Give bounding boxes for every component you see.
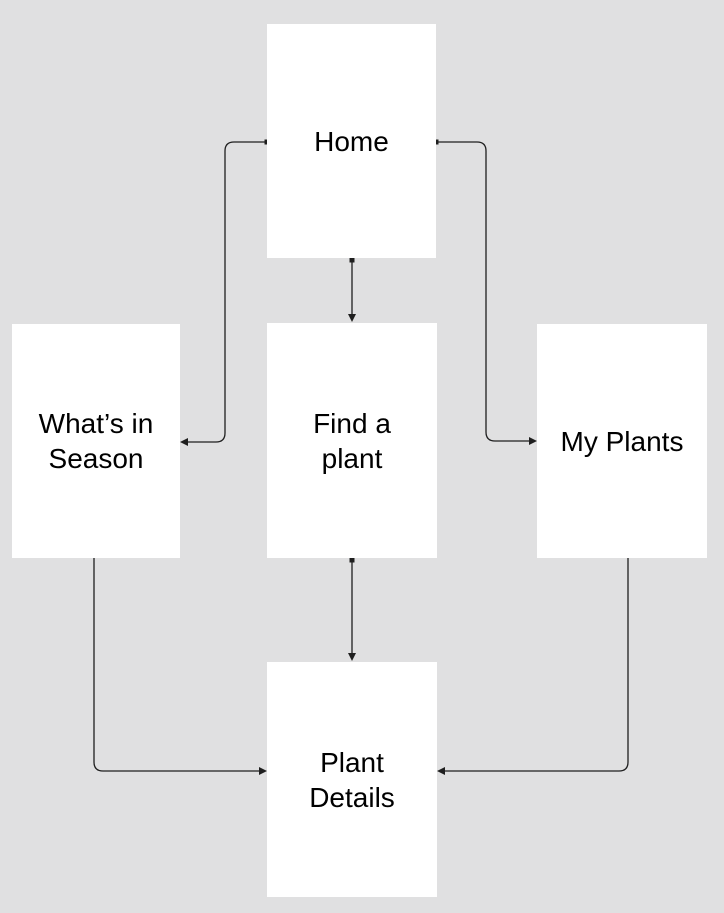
connector-start-dot	[349, 557, 355, 563]
node-find-a-plant[interactable]: Find a plant	[267, 323, 437, 558]
arrowhead-icon	[180, 438, 188, 446]
connector-line	[436, 141, 533, 442]
node-my-plants[interactable]: My Plants	[537, 324, 707, 558]
node-plant-details[interactable]: Plant Details	[267, 662, 437, 897]
node-my-plants-label: My Plants	[560, 425, 684, 457]
node-home-label: Home	[314, 125, 389, 157]
node-whats-in-season-label: What’s in Season	[38, 408, 154, 474]
node-find-a-plant-label: Find a plant	[313, 407, 391, 474]
connector-line	[93, 558, 263, 772]
arrowhead-icon	[348, 314, 356, 322]
node-home[interactable]: Home	[267, 24, 436, 258]
arrowhead-icon	[529, 437, 537, 445]
node-plant-details-label: Plant Details	[309, 746, 395, 813]
arrowhead-icon	[437, 767, 445, 775]
arrowhead-icon	[348, 653, 356, 661]
connector-start-dot	[349, 257, 355, 263]
node-whats-in-season[interactable]: What’s in Season	[12, 324, 180, 558]
arrowhead-icon	[259, 767, 267, 775]
connector-line	[441, 558, 629, 772]
connector-line	[184, 141, 267, 443]
